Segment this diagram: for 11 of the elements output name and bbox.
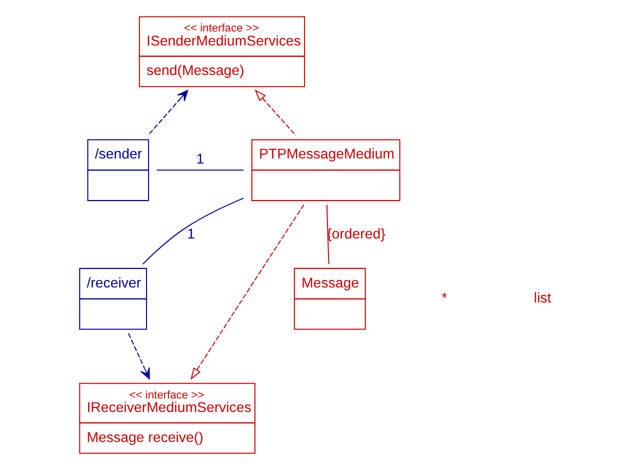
arrow	[190, 204, 304, 380]
edge-label: 1	[196, 151, 204, 168]
label: *	[441, 290, 447, 307]
arrow	[128, 333, 150, 380]
connector	[142, 198, 244, 265]
arrow	[147, 90, 188, 136]
label: list	[533, 290, 551, 307]
edge-label: 1	[186, 226, 195, 242]
arrow	[254, 89, 296, 136]
connector	[326, 204, 329, 264]
connector	[156, 170, 244, 171]
